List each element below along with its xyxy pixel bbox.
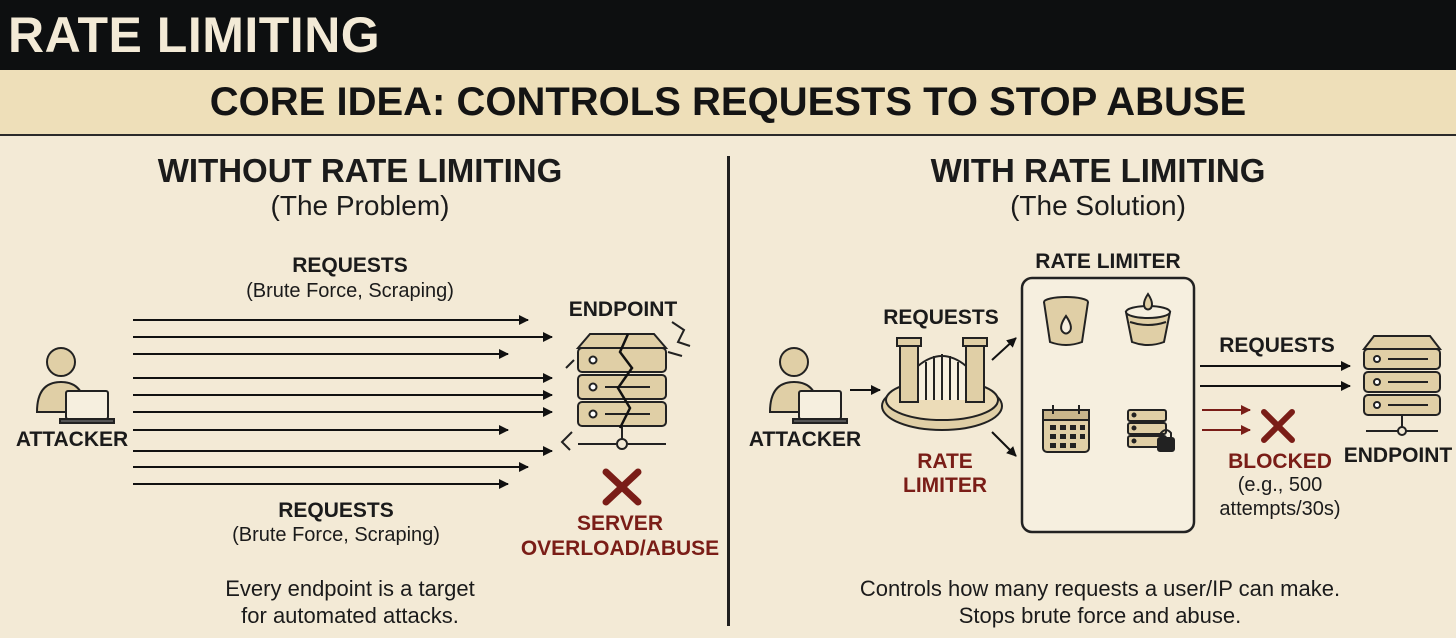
algo-line: BUCKET <box>1110 373 1190 394</box>
blocked-request-arrows <box>1202 410 1250 430</box>
algo-line: WINDOW <box>1026 483 1106 504</box>
algo-line: GATEWAY <box>1104 504 1196 525</box>
right-subtitle: (The Solution) <box>848 190 1348 222</box>
left-subtitle: (The Problem) <box>110 190 610 222</box>
server-overload-x-icon <box>606 472 638 502</box>
requests-top-label: REQUESTS <box>200 254 500 278</box>
rate-limiter-gate-icon <box>882 338 1002 430</box>
left-title: WITHOUT RATE LIMITING <box>110 152 610 190</box>
left-endpoint-label: ENDPOINT <box>548 298 698 322</box>
right-caption-line2: Stops brute force and abuse. <box>780 602 1420 629</box>
gate-label-line1: RATE <box>880 450 1010 474</box>
algo-line: PROXY/ <box>1104 483 1196 504</box>
allowed-request-arrows <box>1200 366 1350 386</box>
server-lock-icon <box>1128 410 1174 451</box>
blocked-note-line1: (e.g., 500 <box>1200 474 1360 497</box>
calendar-icon <box>1043 405 1089 452</box>
endpoint-server-icon <box>1364 336 1440 435</box>
requests-in-label: REQUESTS <box>866 306 1016 330</box>
gate-label-line2: LIMITER <box>880 474 1010 498</box>
blocked-x-icon <box>1264 412 1292 440</box>
left-caption-line2: for automated attacks. <box>150 602 550 629</box>
algo-leaky-bucket-label: LEAKY BUCKET <box>1110 352 1190 394</box>
algo-token-bucket-label: TOKEN BUCKET <box>1026 352 1106 394</box>
rate-limiter-box-title: RATE LIMITER <box>1022 250 1194 274</box>
requests-bottom-sub: (Brute Force, Scraping) <box>186 524 486 547</box>
page-title: RATE LIMITING <box>8 6 380 64</box>
server-outcome-line1: SERVER <box>520 512 720 536</box>
requests-top-sub: (Brute Force, Scraping) <box>200 280 500 303</box>
section-divider <box>727 156 730 626</box>
cracked-server-icon <box>562 322 690 450</box>
right-attacker-label: ATTACKER <box>745 428 865 452</box>
right-endpoint-label: ENDPOINT <box>1340 444 1456 468</box>
algo-line: LEAKY <box>1110 352 1190 373</box>
left-caption-line1: Every endpoint is a target <box>150 575 550 602</box>
algo-line: TOKEN <box>1026 352 1106 373</box>
left-request-arrows <box>133 320 552 484</box>
right-attacker-icon <box>770 348 847 423</box>
blocked-note-line2: attempts/30s) <box>1200 498 1360 521</box>
gate-to-limiter-arrow-up <box>992 338 1016 360</box>
requests-out-label: REQUESTS <box>1202 334 1352 358</box>
algo-line: REVERSE <box>1104 462 1196 483</box>
algo-fixed-window-label: FIXED WINDOW <box>1026 462 1106 504</box>
leaky-bucket-icon <box>1126 294 1170 345</box>
algo-reverse-proxy-label: REVERSE PROXY/ GATEWAY <box>1104 462 1196 525</box>
core-idea-title: CORE IDEA: CONTROLS REQUESTS TO STOP ABU… <box>0 80 1456 125</box>
blocked-label: BLOCKED <box>1205 450 1355 474</box>
left-attacker-label: ATTACKER <box>12 428 132 452</box>
left-attacker-icon <box>37 348 114 423</box>
token-bucket-icon <box>1044 297 1088 345</box>
right-caption-line1: Controls how many requests a user/IP can… <box>780 575 1420 602</box>
algo-line: BUCKET <box>1026 373 1106 394</box>
server-outcome-line2: OVERLOAD/ABUSE <box>520 537 720 561</box>
requests-bottom-label: REQUESTS <box>186 499 486 523</box>
right-title: WITH RATE LIMITING <box>848 152 1348 190</box>
algo-line: FIXED <box>1026 462 1106 483</box>
